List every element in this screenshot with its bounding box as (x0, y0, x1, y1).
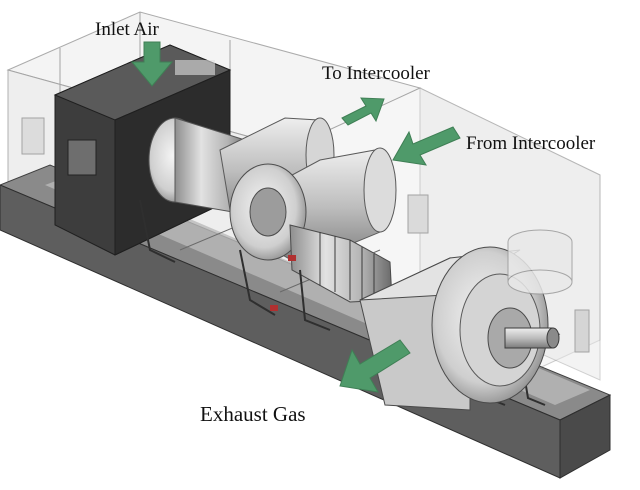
exhaust-gas-arrow (339, 339, 411, 393)
enclosure-panel (574, 309, 590, 353)
exhaust-gas-label: Exhaust Gas (200, 402, 306, 426)
inlet-air-label: Inlet Air (95, 19, 159, 40)
enclosure-panel (21, 117, 45, 155)
to-intercooler-arrow (341, 97, 385, 126)
down-arrow-icon (130, 41, 174, 87)
up-right-arrow-icon (341, 97, 385, 126)
exhaust-collector (359, 246, 560, 411)
to-intercooler-label: To Intercooler (322, 63, 430, 84)
red-fitting (288, 255, 296, 261)
from-intercooler-arrow (392, 126, 461, 166)
red-fitting (270, 305, 278, 311)
output-shaft (504, 327, 554, 349)
round-tank (507, 229, 573, 295)
skid-side (559, 394, 611, 479)
enclosure-panel (407, 194, 429, 234)
down-left-arrow-icon (392, 126, 461, 166)
from-intercooler-label: From Intercooler (466, 133, 596, 154)
plenum-window (67, 139, 97, 176)
inlet-air-arrow (130, 41, 174, 87)
high-pressure-compressor (229, 163, 307, 261)
down-left-arrow-icon (339, 339, 411, 393)
